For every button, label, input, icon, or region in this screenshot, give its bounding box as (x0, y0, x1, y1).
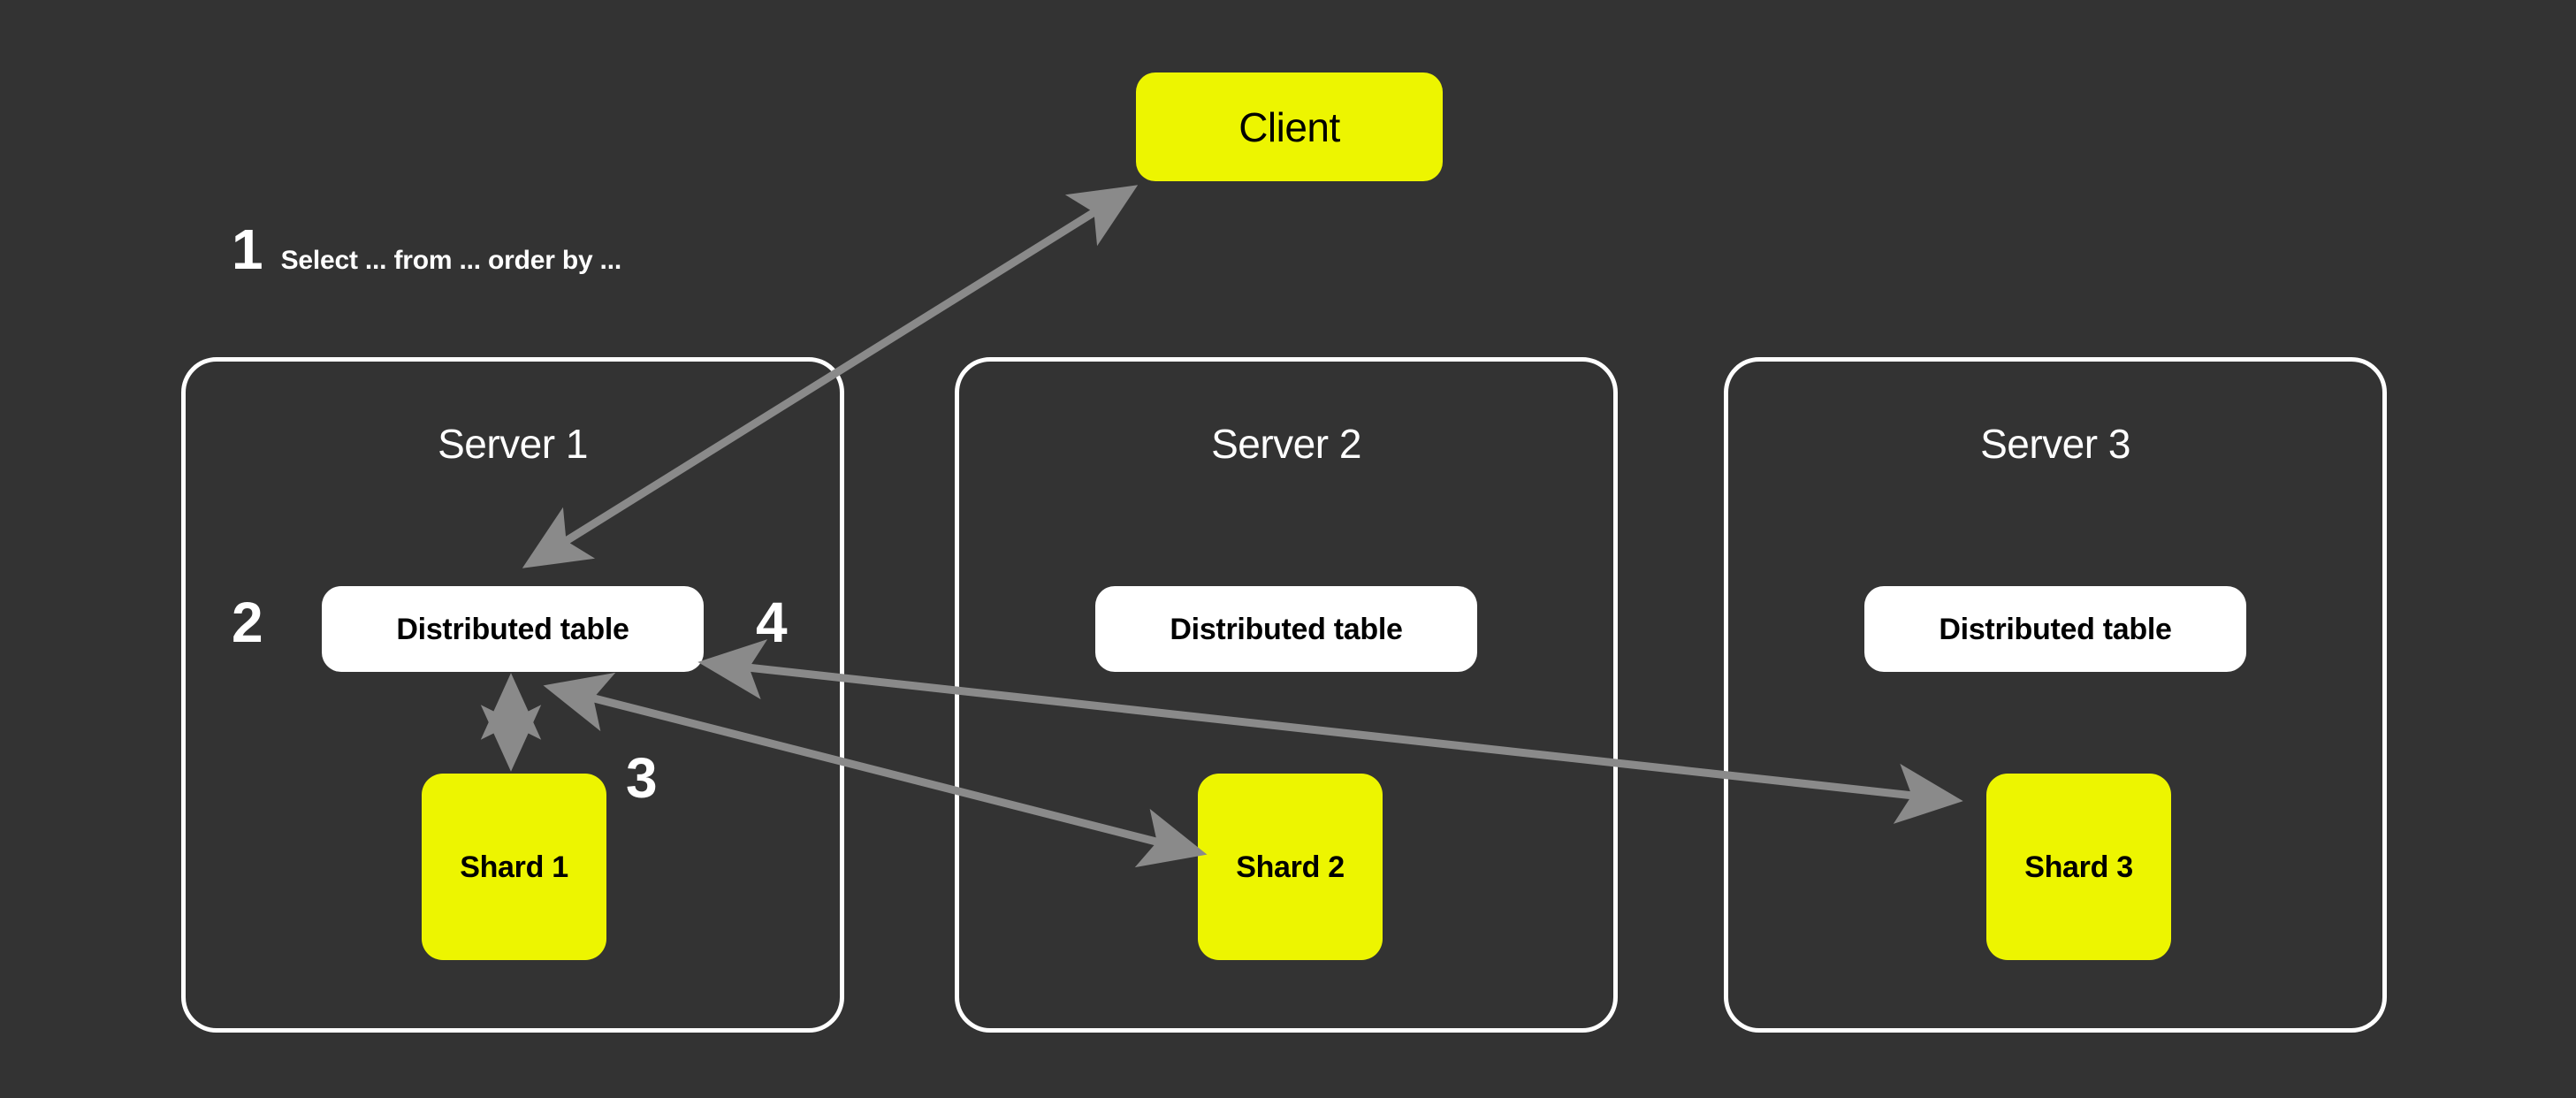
step-number-3: 3 (626, 746, 658, 810)
server-title-2: Server 2 (1211, 421, 1361, 467)
server-title-3: Server 3 (1980, 421, 2130, 467)
step-number-1: 1 (232, 217, 263, 281)
distributed-table-1[interactable]: Distributed table (322, 586, 704, 672)
shard-box-3[interactable]: Shard 3 (1986, 774, 2171, 960)
server-panel-1[interactable]: Server 1 Distributed table Shard 1 (181, 357, 844, 1033)
server-panel-2[interactable]: Server 2 Distributed table Shard 2 (955, 357, 1618, 1033)
shard-label-1: Shard 1 (460, 850, 568, 884)
distributed-table-2[interactable]: Distributed table (1095, 586, 1477, 672)
step-number-4: 4 (756, 591, 788, 654)
server-title-1: Server 1 (438, 421, 588, 467)
shard-label-2: Shard 2 (1236, 850, 1345, 884)
server-panel-3[interactable]: Server 3 Distributed table Shard 3 (1724, 357, 2387, 1033)
client-node[interactable]: Client (1136, 72, 1443, 181)
distributed-table-label-3: Distributed table (1939, 612, 2172, 646)
client-label: Client (1238, 103, 1340, 150)
shard-box-1[interactable]: Shard 1 (422, 774, 606, 960)
distributed-table-label-2: Distributed table (1170, 612, 1403, 646)
query-text: Select ... from ... order by ... (280, 246, 622, 275)
shard-box-2[interactable]: Shard 2 (1198, 774, 1383, 960)
distributed-table-3[interactable]: Distributed table (1864, 586, 2246, 672)
query-caption: 1 Select ... from ... order by ... (232, 221, 621, 278)
shard-label-3: Shard 3 (2024, 850, 2133, 884)
step-number-2: 2 (232, 591, 263, 654)
distributed-table-label-1: Distributed table (396, 612, 629, 646)
